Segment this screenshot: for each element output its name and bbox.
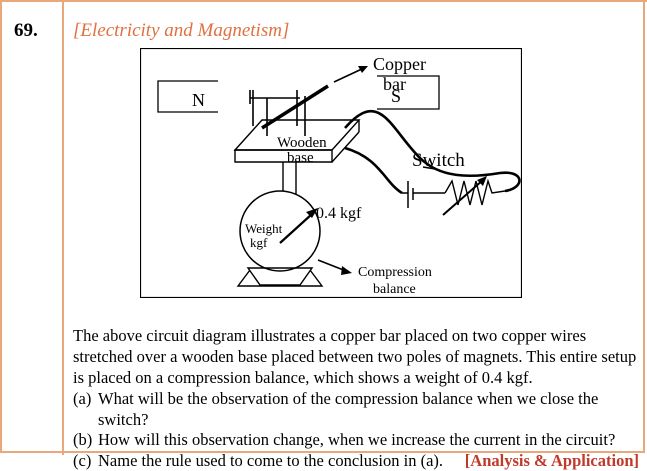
subquestion-label: (b): [73, 430, 98, 451]
compression-label-2: balance: [373, 282, 416, 297]
magnet-n-label: N: [192, 90, 205, 110]
weight-label-2: kgf: [250, 235, 268, 250]
subquestion-text: How will this observation change, when w…: [98, 430, 615, 451]
question-topic: [Electricity and Magnetism]: [73, 20, 289, 42]
subquestion-c: (c) Name the rule used to come to the co…: [73, 451, 643, 471]
compression-label-1: Compression: [358, 265, 432, 280]
subquestion-text: Name the rule used to come to the conclu…: [98, 451, 443, 471]
question-paragraph: The above circuit diagram illustrates a …: [73, 325, 638, 388]
column-divider: [62, 0, 64, 455]
reading-label: 0.4 kgf: [316, 205, 362, 222]
subquestion-b: (b) How will this observation change, wh…: [73, 430, 643, 451]
wooden-base-label-2: base: [287, 150, 314, 166]
figure-border: [141, 49, 522, 298]
circuit-diagram: N S Wooden base Copper bar Switch: [140, 48, 522, 298]
question-number: 69.: [14, 20, 38, 42]
subquestion-text: What will be the observation of the comp…: [98, 389, 643, 430]
subquestion-label: (c): [73, 451, 98, 471]
subquestion-list: (a) What will be the observation of the …: [73, 389, 643, 471]
switch-label: Switch: [412, 150, 465, 171]
copper-bar-label-1: Copper: [373, 54, 426, 74]
subquestion-a: (a) What will be the observation of the …: [73, 389, 643, 430]
skill-tag: [Analysis & Application]: [465, 451, 643, 471]
subquestion-label: (a): [73, 389, 98, 430]
weight-label-1: Weight: [245, 221, 283, 236]
copper-bar-label-2: bar: [383, 74, 406, 94]
wooden-base-label-1: Wooden: [277, 135, 327, 151]
